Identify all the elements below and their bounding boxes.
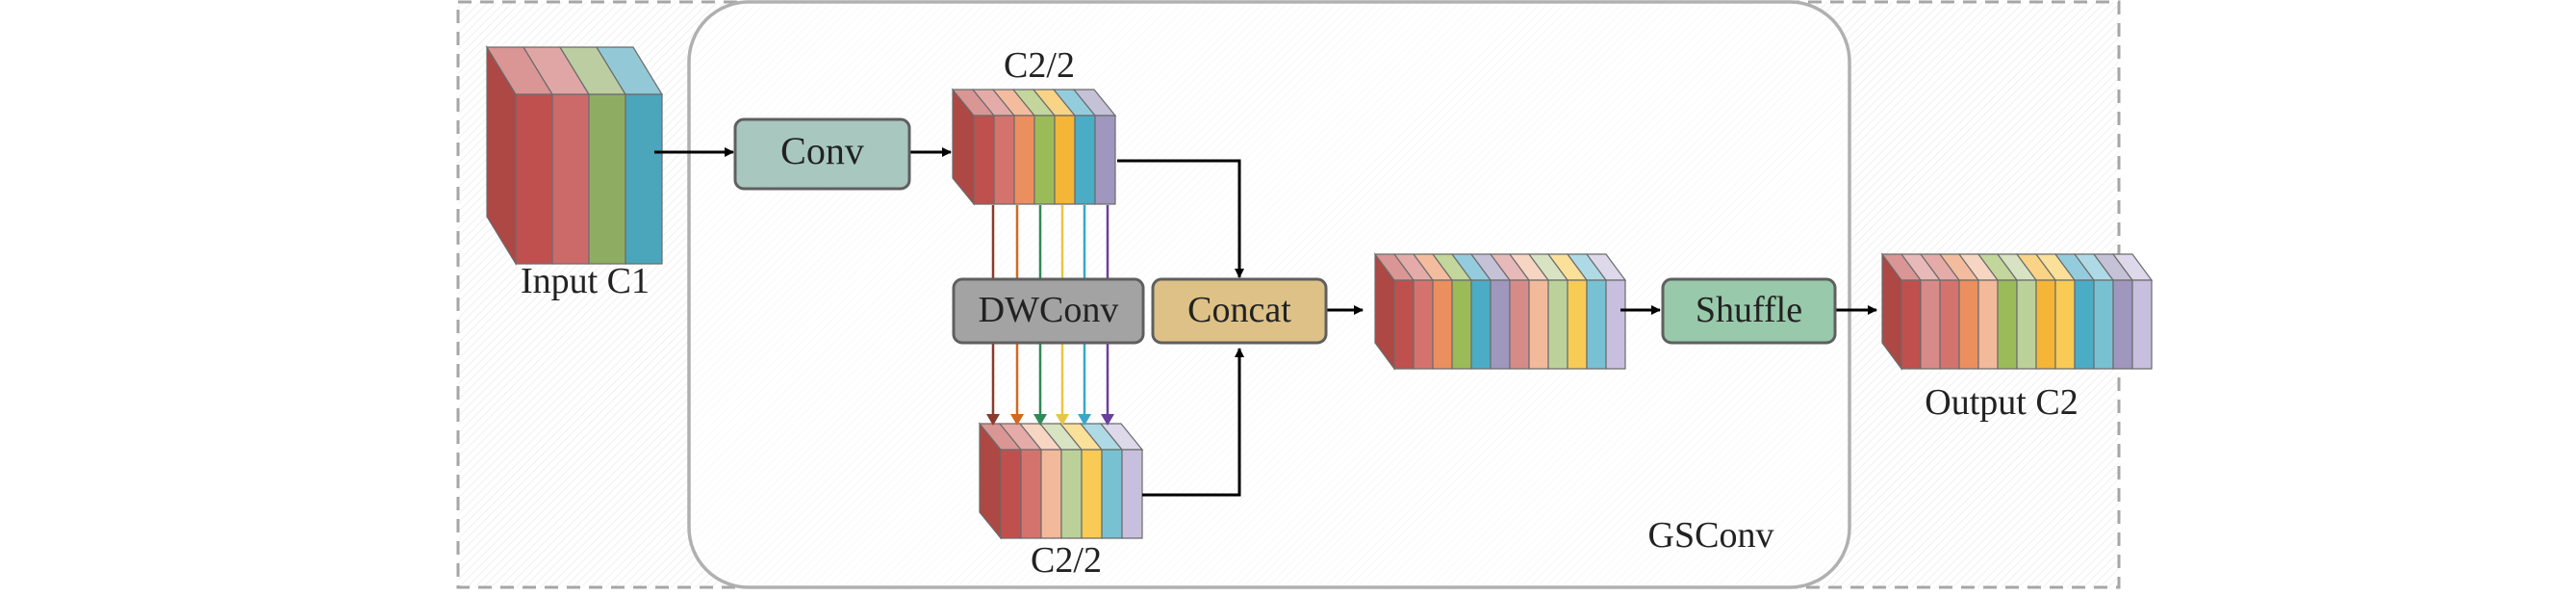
channel-slab xyxy=(1939,279,1960,370)
shuffle-label: Shuffle xyxy=(1696,290,1802,330)
concatenated-feature-map xyxy=(1373,252,1627,371)
conv-block: Conv xyxy=(733,117,911,191)
channel-slab xyxy=(625,93,663,265)
dw-channel-arrowhead xyxy=(1010,414,1024,426)
dwconv-block: DWConv xyxy=(952,277,1145,345)
channel-slab xyxy=(1033,115,1056,205)
concat-block: Concat xyxy=(1151,277,1328,345)
bottom-half-feature-map xyxy=(978,422,1144,540)
channel-slab xyxy=(2131,279,2153,370)
channel-slab xyxy=(515,93,553,265)
channel-slab xyxy=(1528,279,1549,370)
arrow-bottom-to-concat xyxy=(1142,348,1244,497)
channel-slab xyxy=(1997,279,2018,370)
concat-label: Concat xyxy=(1187,290,1291,330)
output-feature-map xyxy=(1880,252,2154,371)
top-half-feature-map xyxy=(951,88,1117,206)
channel-slab xyxy=(1101,449,1123,539)
channel-slab xyxy=(1020,449,1042,539)
input-label: Input C1 xyxy=(521,261,650,301)
channel-slab xyxy=(2054,279,2076,370)
channel-slab xyxy=(1509,279,1530,370)
dw-channel-arrowhead xyxy=(1101,414,1114,426)
channel-slab xyxy=(1490,279,1511,370)
bottom-feature-label: C2/2 xyxy=(1031,540,1102,581)
channel-slab xyxy=(2112,279,2133,370)
dw-channel-arrowhead xyxy=(1033,414,1047,426)
top-feature-label: C2/2 xyxy=(1004,45,1075,86)
dw-channel-arrowhead xyxy=(1078,414,1091,426)
dwconv-label: DWConv xyxy=(979,290,1119,330)
channel-slab xyxy=(1040,449,1062,539)
channel-slab xyxy=(1081,449,1103,539)
channel-slab xyxy=(1586,279,1607,370)
channel-slab xyxy=(1451,279,1472,370)
channel-slab xyxy=(1060,449,1083,539)
dw-channel-arrowhead xyxy=(986,414,1000,426)
channel-slab xyxy=(1054,115,1076,205)
channel-slab xyxy=(1393,279,1415,370)
channel-slab xyxy=(1977,279,1999,370)
channel-slab xyxy=(551,93,590,265)
channel-slab xyxy=(1013,115,1035,205)
channel-slab xyxy=(588,93,626,265)
channel-slab xyxy=(1470,279,1492,370)
channel-slab xyxy=(1900,279,1922,370)
arrow-top-to-concat xyxy=(1117,159,1244,278)
channel-slab xyxy=(2016,279,2037,370)
channel-slab xyxy=(993,115,1015,205)
channel-slab xyxy=(973,115,995,205)
channel-slab xyxy=(1413,279,1434,370)
channel-slab xyxy=(2093,279,2114,370)
channel-slab xyxy=(1074,115,1096,205)
gsconv-module-label: GSConv xyxy=(1648,515,1774,556)
channel-slab xyxy=(2074,279,2095,370)
channel-slab xyxy=(1567,279,1588,370)
channel-slab xyxy=(1547,279,1569,370)
channel-slab xyxy=(1958,279,1979,370)
dw-channel-arrowhead xyxy=(1056,414,1069,426)
channel-slab xyxy=(1432,279,1453,370)
conv-label: Conv xyxy=(780,129,864,172)
channel-slab xyxy=(2035,279,2056,370)
channel-slab xyxy=(1000,449,1022,539)
output-label: Output C2 xyxy=(1925,382,2078,423)
channel-slab xyxy=(1605,279,1626,370)
shuffle-block: Shuffle xyxy=(1661,277,1837,345)
channel-slab xyxy=(1094,115,1116,205)
channel-slab xyxy=(1920,279,1941,370)
channel-slab xyxy=(1121,449,1143,539)
input-feature-map xyxy=(485,44,664,267)
